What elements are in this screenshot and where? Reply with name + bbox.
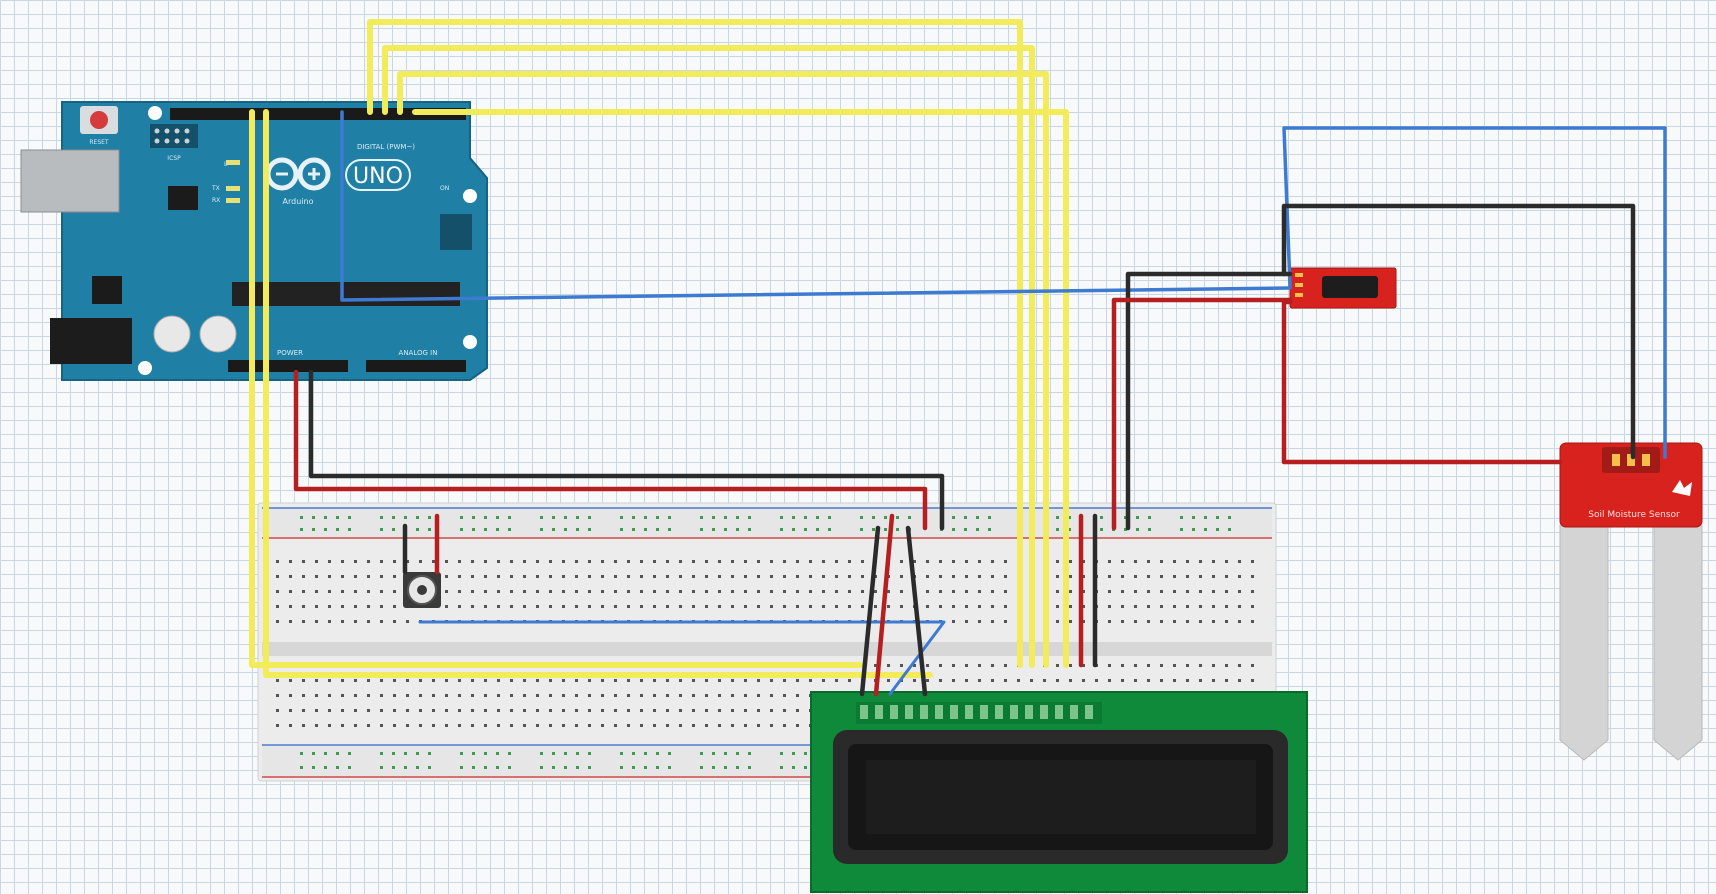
wire-yellow (367, 19, 1023, 668)
wire-blue (418, 620, 946, 696)
usb-connector (20, 149, 120, 213)
wire-black (859, 525, 881, 697)
wire-red (1111, 297, 1293, 531)
wire-black (1125, 271, 1293, 531)
digital-header-label: DIGITAL (PWM~) (357, 143, 415, 151)
soil-moisture-sensor: Soil Moisture Sensor (1559, 442, 1703, 761)
tx-label: TX (211, 185, 220, 192)
wire-yellow (263, 109, 933, 678)
on-label: ON (440, 185, 449, 192)
reset-label: RESET (89, 139, 109, 146)
wire-black (905, 525, 928, 697)
analog-header (366, 360, 466, 372)
wire-yellow (397, 71, 1049, 668)
atmega-chip (232, 282, 460, 306)
wire-black (1281, 203, 1636, 460)
lcd-pin-header (860, 705, 1093, 719)
arduino-brand-label: Arduino (283, 197, 314, 206)
sensor-module-board (1289, 267, 1397, 309)
power-jack (50, 318, 132, 364)
wire-blue (340, 110, 1292, 302)
wire-red (1281, 299, 1563, 465)
wire-yellow (249, 109, 863, 668)
analog-header-label: ANALOG IN (399, 349, 438, 357)
power-header (228, 360, 348, 372)
lcd-display (810, 691, 1308, 893)
wires (249, 19, 1667, 697)
wire-red (873, 513, 895, 697)
digital-header (170, 108, 466, 120)
potentiometer (403, 572, 441, 608)
soil-sensor-label: Soil Moisture Sensor (1588, 510, 1680, 520)
arduino-model-label: UNO (353, 164, 403, 189)
wire-red (293, 369, 928, 531)
icsp-label: ICSP (167, 155, 181, 162)
rx-label: RX (212, 197, 220, 204)
power-header-label: POWER (277, 349, 303, 357)
wire-yellow (412, 109, 1069, 668)
wire-yellow (382, 45, 1035, 668)
wire-black (308, 369, 945, 531)
arduino-uno-board: UNO Arduino DIGITAL (PWM~) POWER ANALOG … (20, 101, 488, 381)
